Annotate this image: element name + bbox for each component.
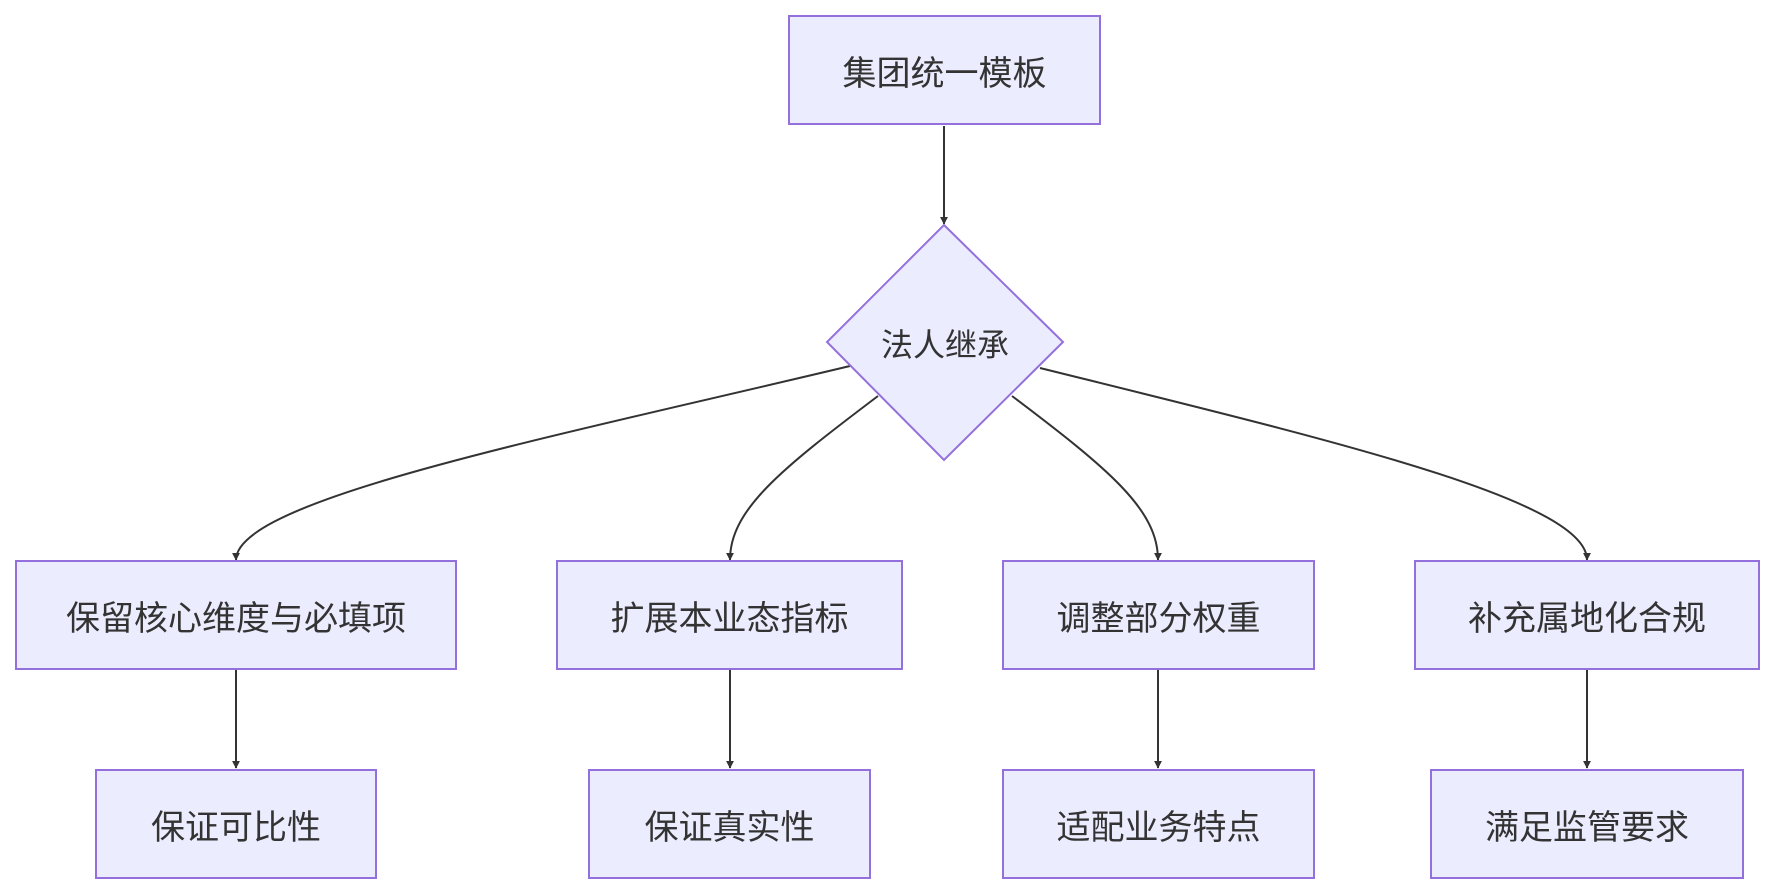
node-result-1: 保证可比性	[95, 769, 377, 879]
node-result-3-label: 适配业务特点	[1056, 807, 1261, 848]
node-branch-3-label: 调整部分权重	[1056, 598, 1261, 639]
node-decision: 法人继承	[827, 225, 1063, 460]
node-result-4: 满足监管要求	[1430, 769, 1744, 879]
node-branch-2-label: 扩展本业态指标	[610, 598, 849, 639]
node-branch-1: 保留核心维度与必填项	[15, 560, 457, 670]
edge-decision-to-branch-4	[1039, 367, 1591, 561]
node-branch-4-label: 补充属地化合规	[1468, 598, 1706, 639]
edge-decision-to-branch-1	[232, 365, 851, 561]
edge-decision-to-branch-3	[1011, 395, 1162, 561]
node-result-3: 适配业务特点	[1002, 769, 1315, 879]
node-decision-label: 法人继承	[880, 325, 1009, 364]
decision-diamond	[825, 223, 1065, 462]
edge-decision-to-branch-2	[726, 395, 879, 561]
node-branch-3: 调整部分权重	[1002, 560, 1315, 670]
node-branch-4: 补充属地化合规	[1414, 560, 1760, 670]
node-result-4-label: 满足监管要求	[1485, 807, 1689, 848]
node-branch-1-label: 保留核心维度与必填项	[66, 598, 406, 639]
node-result-2: 保证真实性	[588, 769, 871, 879]
node-result-2-label: 保证真实性	[644, 807, 815, 848]
node-result-1-label: 保证可比性	[151, 807, 321, 848]
node-root: 集团统一模板	[788, 15, 1101, 125]
node-root-label: 集团统一模板	[842, 53, 1047, 94]
node-branch-2: 扩展本业态指标	[556, 560, 903, 670]
